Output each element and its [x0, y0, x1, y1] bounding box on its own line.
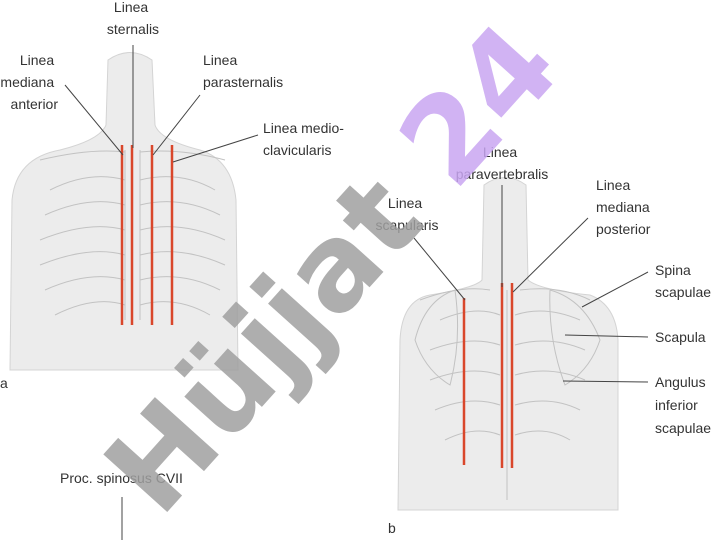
posterior-reference-lines [462, 283, 514, 468]
watermark-text-purple: 24 [373, 0, 585, 212]
label-linea-mediana-anterior: Linea mediana anterior [0, 52, 58, 112]
anterior-reference-lines [120, 145, 174, 325]
label-spina-scapulae: Spina scapulae [655, 262, 711, 300]
anterior-torso [9, 52, 239, 371]
panel-label-b: b [388, 520, 396, 536]
leaders-a [64, 45, 259, 163]
label-scapula: Scapula [655, 329, 706, 345]
label-linea-parasternalis: Linea parasternalis [203, 52, 283, 90]
label-linea-mediana-posterior: Linea mediana posterior [596, 177, 654, 237]
leaders-b [413, 185, 649, 383]
label-linea-paravertebralis: Linea paravertebralis [456, 144, 549, 182]
panel-label-a: a [0, 375, 8, 391]
posterior-torso [397, 177, 619, 511]
label-linea-scapularis: Linea scapularis [375, 195, 438, 233]
label-proc-spinosus: Proc. spinosus CVII [60, 470, 183, 486]
label-linea-medioclavicularis: Linea medio- clavicularis [263, 120, 348, 158]
label-angulus-inferior-scapulae: Angulus inferior scapulae [655, 374, 711, 436]
label-linea-sternalis: Linea sternalis [107, 0, 159, 37]
